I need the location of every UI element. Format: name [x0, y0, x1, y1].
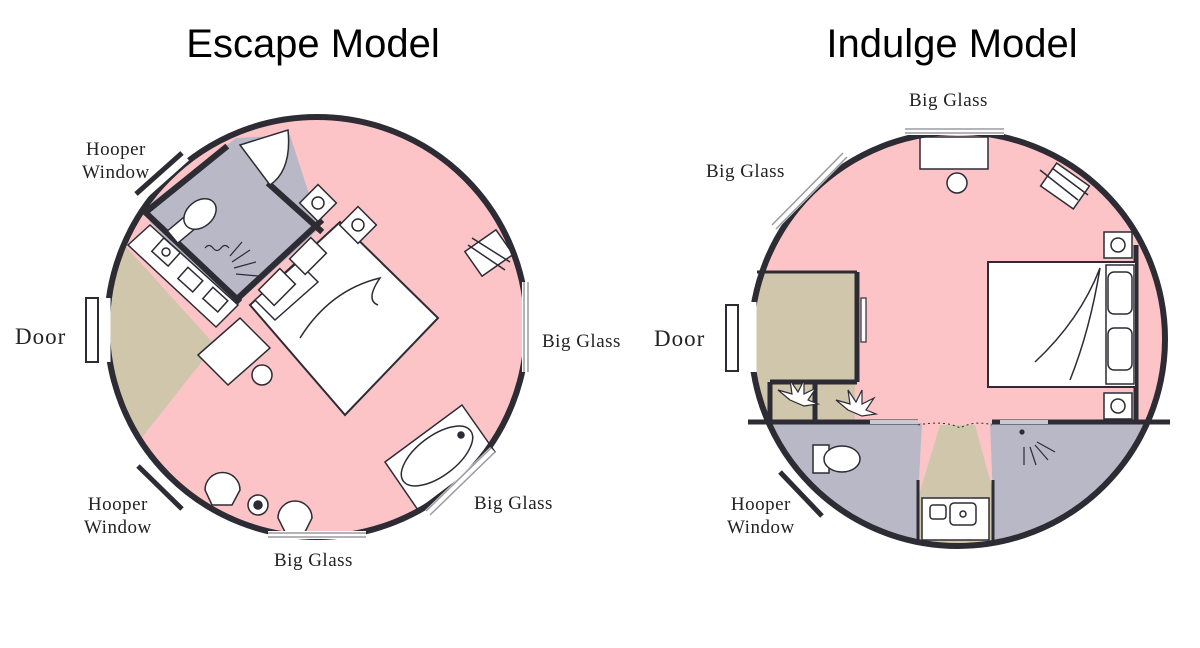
escape-door-label: Door: [15, 324, 67, 349]
indulge-wall-panel: [860, 297, 867, 343]
indulge-big-glass-left: [771, 152, 848, 230]
escape-bathtub: [383, 403, 497, 512]
escape-wall: [141, 143, 230, 217]
indulge-hooper-window-label: Hooper Window: [727, 493, 795, 539]
label-line: Hooper: [87, 494, 148, 515]
escape-shower-icon: [204, 241, 259, 277]
escape-big-glass-bottom-label: Big Glass: [274, 550, 353, 571]
escape-stool: [251, 364, 273, 386]
indulge-sink: [921, 497, 990, 541]
indulge-hooper-window: [778, 464, 830, 518]
escape-hooper-window-top: [134, 151, 189, 202]
escape-big-glass-right-label: Big Glass: [542, 331, 621, 352]
escape-seating: [204, 471, 313, 533]
indulge-chair: [1039, 162, 1091, 210]
indulge-hallway: [918, 425, 995, 498]
escape-wall: [265, 180, 325, 235]
indulge-door-label: Door: [654, 326, 706, 351]
indulge-bathroom-left: [751, 423, 922, 546]
indulge-big-glass-top-label: Big Glass: [909, 90, 988, 111]
label-line: Window: [82, 162, 150, 183]
indulge-model-title: Indulge Model: [826, 22, 1078, 66]
escape-hooper-window-bottom: [136, 458, 190, 511]
indulge-plant-icon: [777, 379, 879, 417]
escape-kitchenette: [126, 223, 240, 329]
indulge-desk: [919, 136, 989, 170]
escape-desk: [196, 316, 272, 387]
escape-wall: [231, 217, 325, 305]
escape-big-glass-bottom-right: [425, 447, 496, 516]
escape-toilet: [166, 197, 217, 245]
escape-door-opening: [85, 297, 111, 363]
indulge-big-glass-top: [905, 127, 1004, 135]
escape-big-glass-bottom-right-label: Big Glass: [474, 493, 553, 514]
escape-chair: [463, 228, 515, 278]
indulge-big-glass-left-label: Big Glass: [706, 161, 785, 182]
escape-bed: [248, 220, 440, 417]
escape-door-swing: [238, 129, 290, 187]
escape-big-glass-bottom: [268, 531, 366, 539]
escape-big-glass-right: [522, 282, 530, 372]
indulge-bed: [987, 261, 1137, 388]
indulge-stool: [946, 172, 968, 194]
label-line: Window: [84, 517, 152, 538]
label-line: Hooper: [730, 494, 791, 515]
label-line: Window: [727, 517, 795, 538]
label-line: Hooper: [85, 139, 146, 160]
escape-model-title: Escape Model: [186, 22, 440, 66]
escape-hooper-window-bottom-label: Hooper Window: [84, 493, 152, 539]
escape-entry-area: [107, 220, 215, 440]
escape-wall: [140, 207, 243, 305]
indulge-nightstand: [1103, 231, 1133, 420]
indulge-toilet: [812, 444, 861, 474]
indulge-door-opening: [725, 302, 757, 372]
escape-nightstand: [298, 183, 378, 245]
escape-hooper-window-top-label: Hooper Window: [82, 138, 150, 184]
indulge-shower-icon: [1019, 429, 1056, 466]
